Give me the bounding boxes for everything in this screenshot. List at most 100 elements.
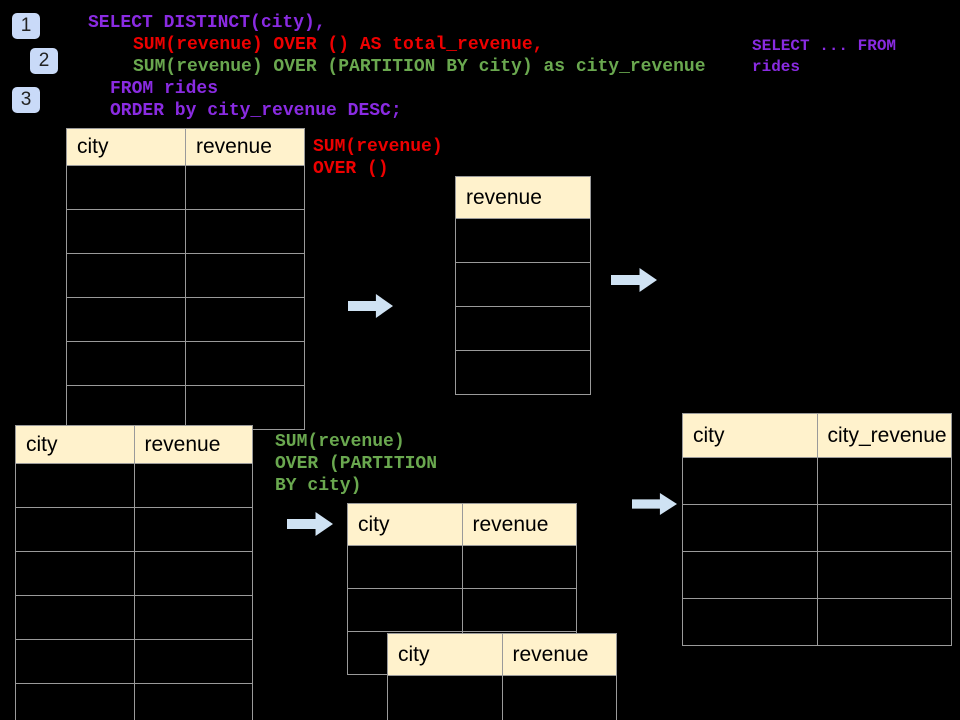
table-row — [15, 683, 253, 720]
empty-cell — [185, 341, 305, 386]
empty-cell — [133, 507, 253, 552]
step-badge-2: 2 — [30, 48, 58, 74]
column-header-cell: city — [66, 128, 186, 166]
table-row — [387, 675, 617, 720]
empty-cell — [455, 306, 591, 351]
table-row — [66, 297, 305, 342]
data-table: revenue — [455, 176, 591, 395]
empty-cell — [816, 504, 952, 552]
annotation-line: BY city) — [275, 476, 362, 496]
table-row — [347, 588, 577, 632]
empty-cell — [816, 551, 952, 599]
select-from-rides-note: SELECT ... FROM rides — [752, 36, 896, 78]
empty-cell — [66, 341, 186, 386]
column-header-cell: city — [15, 425, 135, 464]
empty-cell — [347, 545, 463, 589]
empty-cell — [185, 209, 305, 254]
right-arrow-icon — [348, 294, 393, 318]
empty-cell — [461, 588, 577, 632]
empty-cell — [501, 675, 617, 720]
table-row — [682, 457, 952, 505]
table-row — [15, 639, 253, 684]
table-row — [455, 306, 591, 351]
table-row — [66, 341, 305, 386]
empty-cell — [66, 253, 186, 298]
empty-cell — [133, 551, 253, 596]
column-header-cell: city_revenue — [816, 413, 952, 458]
table-row — [455, 262, 591, 307]
table-row — [66, 385, 305, 430]
empty-cell — [66, 297, 186, 342]
table-total-revenue-result: revenue — [455, 176, 591, 395]
sql-code-line: ORDER by city_revenue DESC; — [110, 101, 402, 121]
table-row — [682, 598, 952, 646]
empty-cell — [455, 218, 591, 263]
empty-cell — [133, 683, 253, 720]
empty-cell — [15, 595, 135, 640]
column-header-cell: revenue — [501, 633, 617, 676]
empty-cell — [185, 297, 305, 342]
table-row — [15, 507, 253, 552]
column-header-cell: city — [682, 413, 818, 458]
table-row — [455, 218, 591, 263]
step-badge-1: 1 — [12, 13, 40, 39]
sql-code-line: SELECT DISTINCT(city), — [88, 13, 326, 33]
table-row — [455, 350, 591, 395]
empty-cell — [185, 253, 305, 298]
sql-code-line: SUM(revenue) OVER (PARTITION BY city) as… — [133, 57, 706, 77]
empty-cell — [387, 675, 503, 720]
empty-cell — [133, 463, 253, 508]
right-arrow-icon — [287, 512, 333, 536]
table-row — [682, 504, 952, 552]
empty-cell — [15, 507, 135, 552]
table-row — [66, 165, 305, 210]
side-note-line: rides — [752, 58, 801, 76]
empty-cell — [66, 385, 186, 430]
empty-cell — [66, 165, 186, 210]
annotation-line: OVER (PARTITION — [275, 454, 438, 474]
column-header-cell: revenue — [133, 425, 253, 464]
column-header-cell: revenue — [185, 128, 305, 166]
table-row — [15, 595, 253, 640]
sql-code-line: SUM(revenue) OVER () AS total_revenue, — [133, 35, 544, 55]
table-row — [682, 551, 952, 599]
column-header-cell: city — [387, 633, 503, 676]
empty-cell — [15, 639, 135, 684]
column-header-cell: revenue — [455, 176, 591, 219]
empty-cell — [133, 639, 253, 684]
right-arrow-icon — [611, 268, 657, 292]
annotation-line: SUM(revenue) — [313, 137, 443, 157]
empty-cell — [133, 595, 253, 640]
annotation-total-revenue: SUM(revenue)OVER () — [313, 136, 443, 180]
side-note-line: SELECT ... FROM — [752, 37, 897, 55]
empty-cell — [66, 209, 186, 254]
empty-cell — [682, 551, 818, 599]
sql-query-code: SELECT DISTINCT(city),SUM(revenue) OVER … — [88, 12, 706, 122]
empty-cell — [455, 262, 591, 307]
right-arrow-icon — [632, 493, 677, 515]
table-row — [347, 545, 577, 589]
empty-cell — [347, 588, 463, 632]
annotation-line: OVER () — [313, 159, 389, 179]
step-badge-3: 3 — [12, 87, 40, 113]
empty-cell — [185, 385, 305, 430]
empty-cell — [15, 551, 135, 596]
empty-cell — [461, 545, 577, 589]
table-row — [66, 209, 305, 254]
empty-cell — [682, 504, 818, 552]
empty-cell — [816, 598, 952, 646]
sql-code-line: FROM rides — [110, 79, 219, 99]
empty-cell — [15, 683, 135, 720]
empty-cell — [682, 457, 818, 505]
empty-cell — [816, 457, 952, 505]
empty-cell — [455, 350, 591, 395]
empty-cell — [15, 463, 135, 508]
